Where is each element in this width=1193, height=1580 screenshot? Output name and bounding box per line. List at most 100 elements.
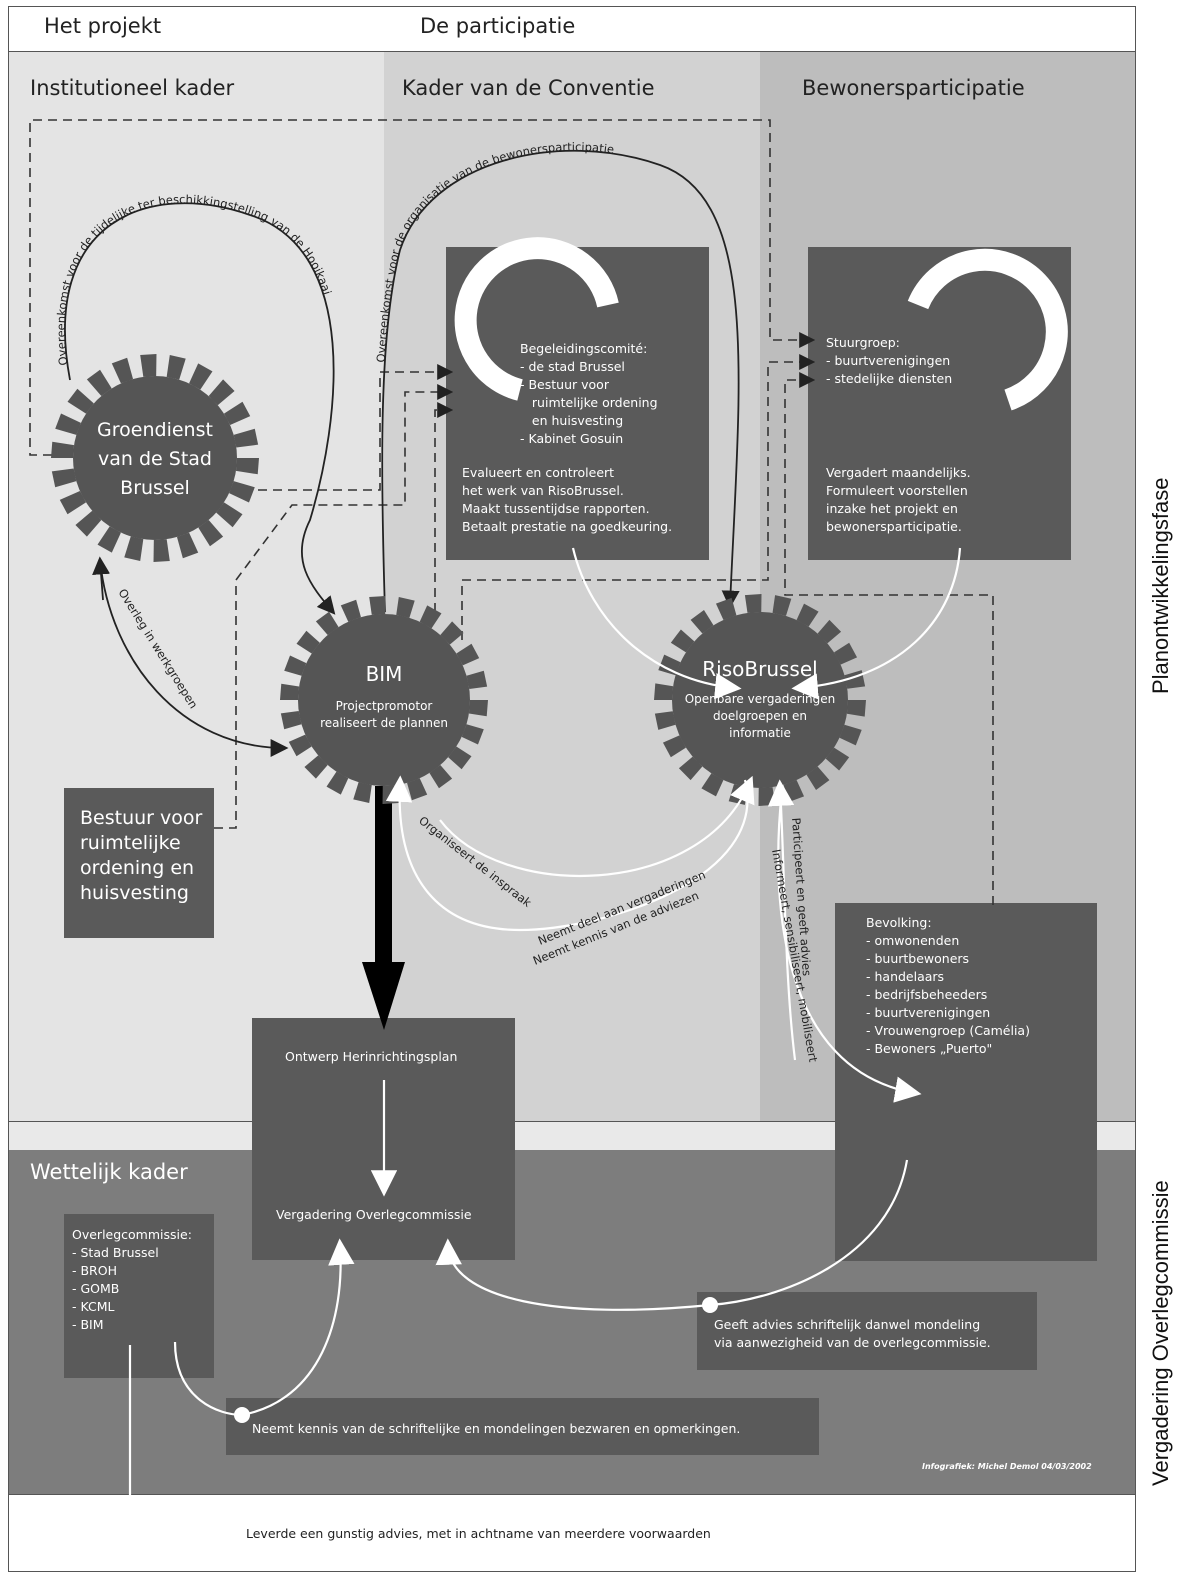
bim-line1: Projectpromotor <box>335 699 433 713</box>
kennis-box <box>226 1398 819 1455</box>
groendienst-burst-tooth <box>223 401 251 426</box>
arc-tijdelijk <box>64 202 336 615</box>
groendienst-burst-tooth <box>198 519 224 547</box>
white-arrow-riso-bevolking <box>777 789 922 1103</box>
begeleiding-ring-icon <box>454 237 619 401</box>
riso-burst-tooth <box>690 610 714 634</box>
kennis-dot <box>234 1407 250 1423</box>
riso-line1: Openbare vergaderingen <box>684 692 836 706</box>
riso-title: RisoBrussel <box>702 657 818 681</box>
white-arrow-stuurgroep-riso <box>791 547 962 700</box>
stuurgroep-box <box>808 247 1071 560</box>
bim-line2: realiseert de plannen <box>320 716 448 730</box>
overlegcommissie-text: Overlegcommissie: - Stad Brussel - BROH … <box>72 1227 192 1332</box>
white-arrow-overleg-vergadering <box>173 1238 355 1417</box>
groendienst-line2: van de Stad <box>98 448 212 470</box>
bim-burst-tooth <box>396 597 415 618</box>
white-arrow-begeleiding-riso <box>571 547 742 700</box>
riso-burst-tooth <box>825 747 850 771</box>
riso-burst-tooth <box>839 724 862 746</box>
credit-text: Infografiek: Michel Demol 04/03/2002 <box>922 1462 1092 1471</box>
riso-burst-tooth <box>758 787 776 806</box>
white-arrow-gunstig <box>128 1345 239 1549</box>
riso-burst-tooth <box>654 683 674 700</box>
groendienst-burst-tooth <box>124 536 144 561</box>
begeleidingscomite-desc: Evalueert en controleert het werk van Ri… <box>462 465 673 534</box>
column-header-institutioneel: Institutioneel kader <box>30 76 235 100</box>
overlegcommissie-box <box>64 1214 214 1378</box>
header-de-participatie: De participatie <box>420 14 576 38</box>
stuurgroep-ring-icon <box>907 248 1068 411</box>
zone-conventie <box>384 52 760 1122</box>
groendienst-burst-tooth <box>166 355 186 380</box>
riso-burst-tooth <box>678 756 703 781</box>
vergadering-text: Vergadering Overlegcommissie <box>276 1207 472 1222</box>
bim-burst-tooth <box>419 605 442 629</box>
bim-burst-tooth <box>466 670 488 689</box>
bim-burst-tooth <box>284 655 307 676</box>
bestuur-box <box>64 788 214 938</box>
groendienst-burst-tooth <box>216 502 243 528</box>
groendienst-burst-tooth <box>86 369 112 397</box>
bim-burst-tooth <box>369 596 386 615</box>
bim-burst-tooth <box>440 621 464 645</box>
riso-burst-tooth <box>658 654 681 676</box>
bim-burst-tooth <box>448 746 472 770</box>
groendienst-burst-tooth <box>176 532 199 559</box>
bim-burst-tooth <box>429 764 453 789</box>
stuurgroep-desc: Vergadert maandelijks. Formuleert voorst… <box>826 465 971 534</box>
arc-overleg <box>99 559 289 757</box>
groendienst-burst-tooth <box>111 357 134 384</box>
groendienst-burst-tooth <box>51 441 75 458</box>
groendienst-burst-tooth <box>140 354 157 377</box>
arc-label-inspraak: Organiseert de inspraak <box>416 813 534 910</box>
riso-line2: doelgroepen en <box>712 709 808 723</box>
begeleidingscomite-text: Begeleidingscomité: - de stad Brussel - … <box>520 341 658 446</box>
column-header-conventie: Kader van de Conventie <box>402 76 655 100</box>
gunstig-text: Leverde een gunstig advies, met in achtn… <box>246 1526 711 1541</box>
riso-burst-tooth <box>670 629 695 653</box>
bim-burst-tooth <box>304 755 328 779</box>
riso-burst-tooth <box>846 700 866 717</box>
column-header-bewoners: Bewonersparticipatie <box>802 76 1025 100</box>
advies-dot <box>702 1297 718 1313</box>
bim-ontwerp-arrow-head <box>362 962 405 1030</box>
white-arrow-bim-riso <box>439 775 755 877</box>
groendienst-burst-tooth <box>75 510 102 537</box>
header-divider <box>9 51 1135 52</box>
groendienst-burst-tooth <box>59 490 87 515</box>
header-het-projekt: Het projekt <box>44 14 162 38</box>
riso-burst-tooth <box>772 595 792 616</box>
groendienst-burst-tooth <box>55 413 81 435</box>
bim-burst-tooth <box>461 724 484 745</box>
riso-burst-tooth <box>654 711 676 730</box>
bim-burst-tooth <box>288 734 312 757</box>
riso-burst-tooth <box>662 735 686 758</box>
wettelijk-kader-title: Wettelijk kader <box>30 1160 188 1184</box>
bim-burst-tooth <box>468 700 488 717</box>
bim-label: BIM Projectpromotor realiseert de planne… <box>304 660 464 732</box>
stuurgroep-text: Stuurgroep: - buurtverenigingen - stedel… <box>826 335 953 386</box>
divider-bottom <box>9 1494 1135 1495</box>
ontwerp-text: Ontwerp Herinrichtingsplan <box>285 1049 458 1064</box>
dashed-top-loop <box>29 119 816 456</box>
groendienst-line1: Groendienst <box>97 419 213 441</box>
arc-organisatie <box>381 149 740 613</box>
begeleidingscomite-box <box>446 247 709 560</box>
bim-burst-tooth <box>382 785 399 804</box>
bim-burst-tooth <box>353 782 372 803</box>
arc-label-tijdelijk: Overeenkomst voor de tijdelijke ter besc… <box>54 192 334 366</box>
riso-burst-tooth <box>701 773 724 797</box>
bim-title: BIM <box>365 662 403 686</box>
arc-overleg-back <box>92 556 111 601</box>
kennis-text: Neemt kennis van de schriftelijke en mon… <box>252 1421 741 1436</box>
groendienst-label: Groendienst van de Stad Brussel <box>75 416 235 503</box>
groendienst-burst-tooth <box>51 468 77 488</box>
riso-burst-tooth <box>834 642 858 665</box>
riso-burst-tooth <box>744 594 762 613</box>
riso-burst-tooth <box>817 619 842 644</box>
advies-text: Geeft advies schriftelijk danwel mondeli… <box>714 1317 991 1350</box>
diagram-frame <box>8 6 1136 1572</box>
groendienst-burst-tooth <box>208 379 235 406</box>
